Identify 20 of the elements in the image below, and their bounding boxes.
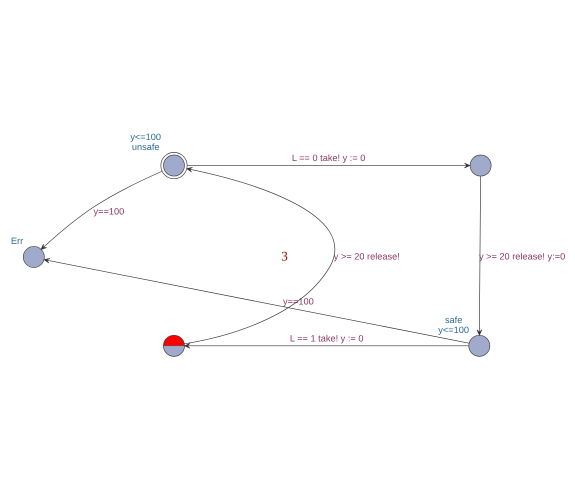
- arrow: [184, 167, 335, 344]
- node-label: Err: [10, 236, 24, 246]
- label: 3: [281, 248, 288, 264]
- edge-label: L == 1 take! y := 0: [290, 333, 364, 344]
- node-label: safe: [444, 314, 462, 325]
- node-label: unsafe: [132, 142, 160, 152]
- node-circle: [22, 246, 45, 268]
- arrow: [186, 162, 470, 168]
- node-label: y<=100: [130, 132, 162, 142]
- node-label: y<=100: [438, 324, 470, 335]
- edge-label: y==100: [93, 206, 124, 216]
- arrow: [40, 170, 162, 250]
- edge-label: L == 0 take! y := 0: [292, 153, 366, 164]
- arrow: [476, 176, 482, 336]
- edge-label: y >= 20 release!: [334, 251, 400, 262]
- node-circle: [160, 152, 188, 180]
- node-circle: [468, 334, 490, 357]
- node-circle: [470, 154, 492, 176]
- arrow: [184, 343, 469, 349]
- arrow: [44, 258, 470, 344]
